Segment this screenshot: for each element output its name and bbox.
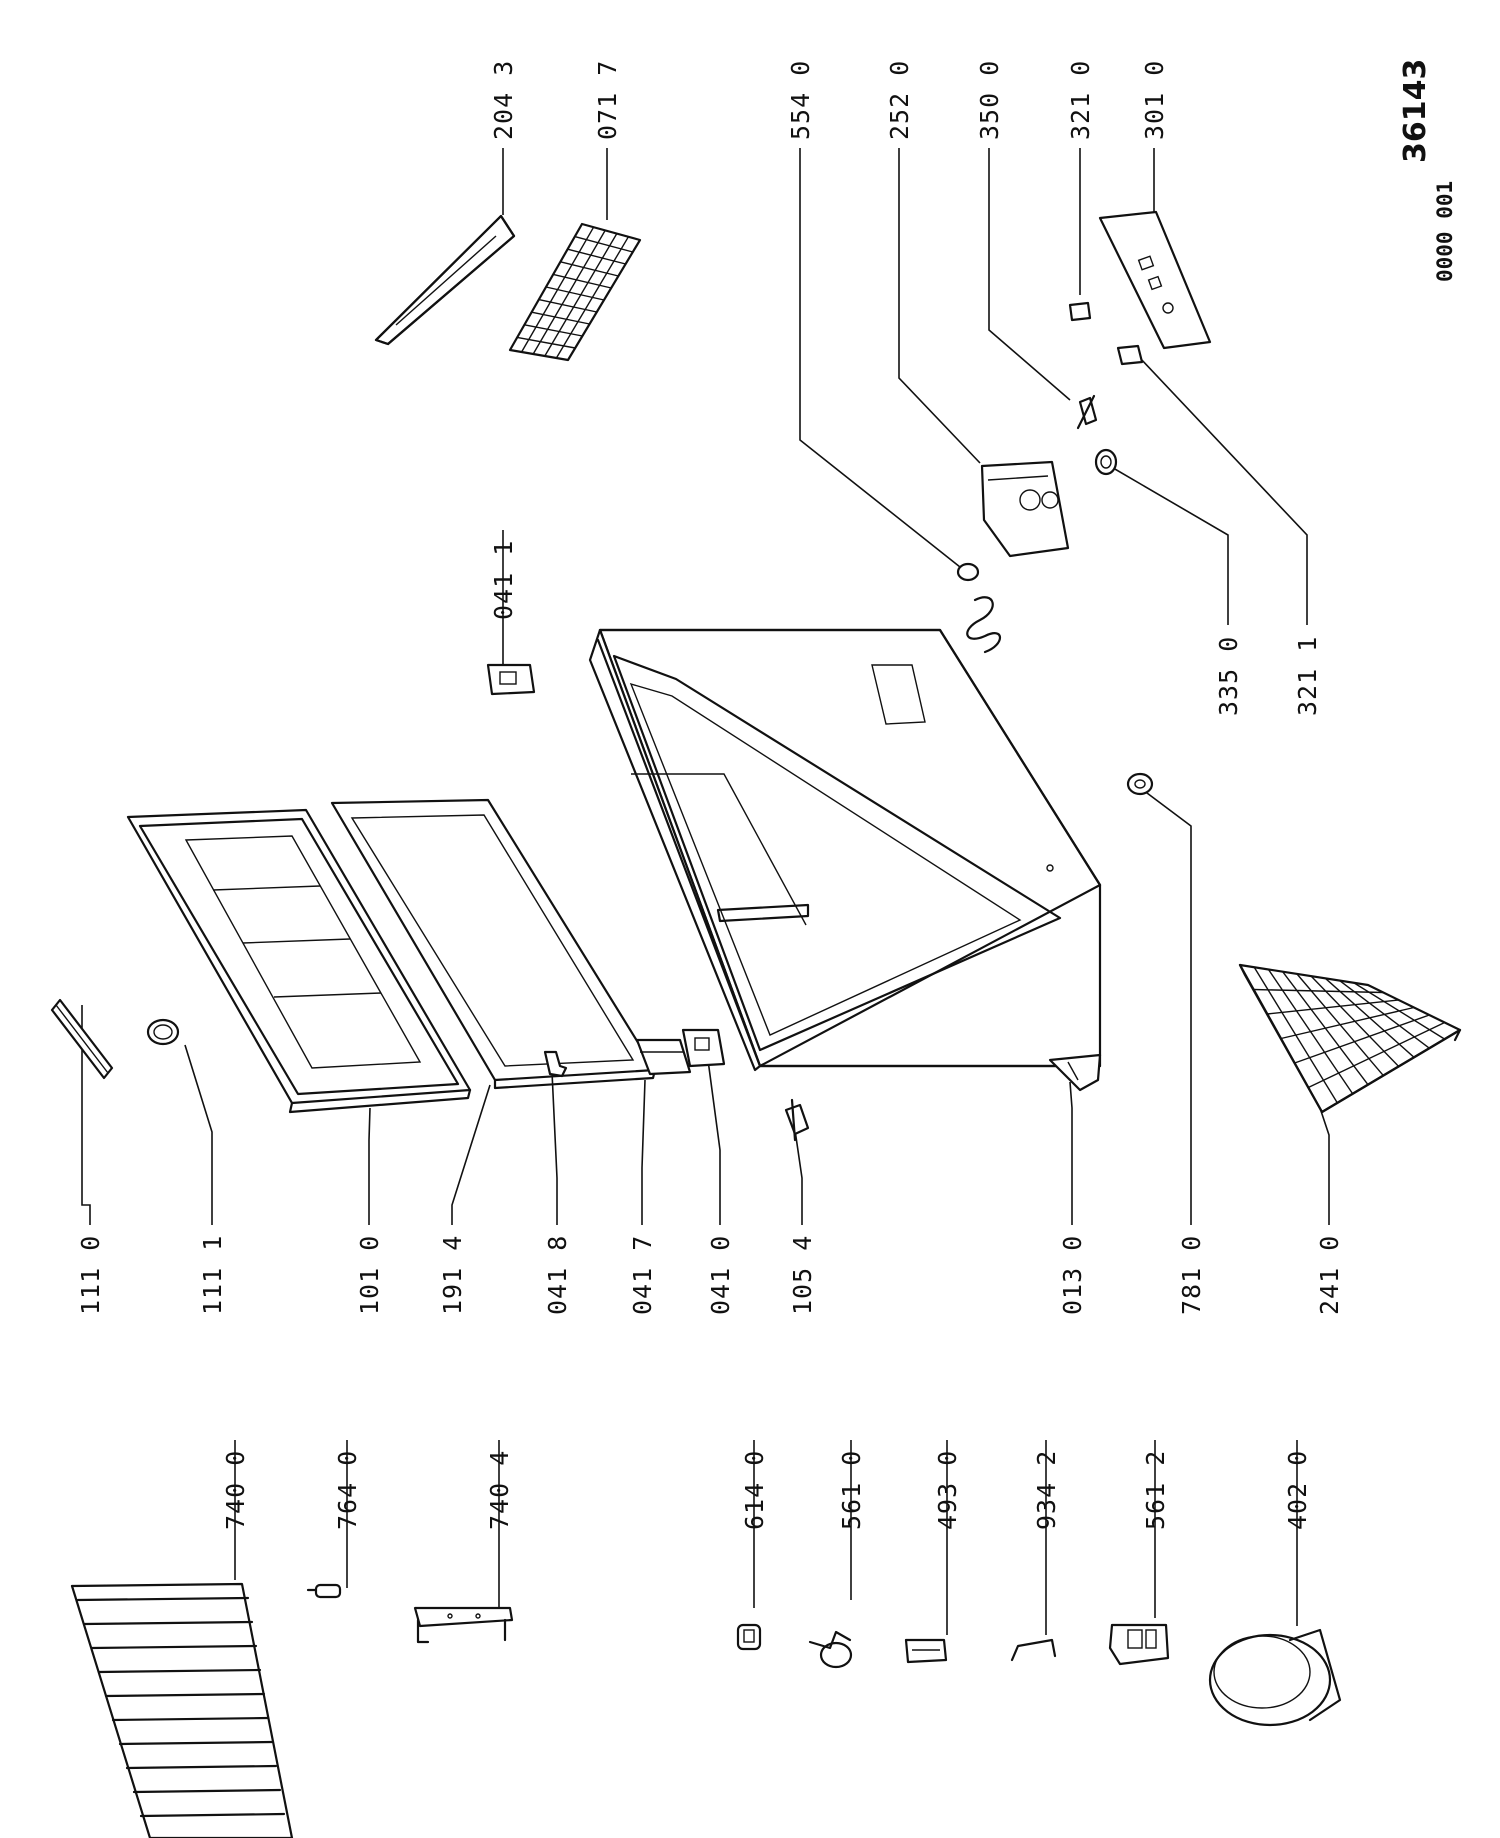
part-335-0-knob [1094,448,1118,476]
part-252-0-housing [980,460,1070,558]
label-101-0: 101 0 [355,1235,384,1315]
part-614-0-relay [736,1623,762,1651]
label-321-0: 321 0 [1066,60,1095,140]
part-041-1-hinge [486,663,536,696]
label-241-0: 241 0 [1315,1235,1344,1315]
part-041-0-hinge [681,1028,726,1068]
label-111-0: 111 0 [76,1235,105,1315]
part-561-0-thermostat [808,1630,853,1669]
label-350-0: 350 0 [975,60,1004,140]
label-105-4: 105 4 [788,1235,817,1315]
part-111-1-cap [146,1018,180,1046]
part-071-7-grille [508,222,642,362]
label-204-3: 204 3 [489,60,518,140]
part-740-0-condenser [70,1582,294,1838]
drawing-ref-prefix: 0000 001 [1433,181,1457,282]
part-111-0-handle [50,998,114,1080]
label-301-0: 301 0 [1140,60,1169,140]
label-013-0: 013 0 [1058,1235,1087,1315]
part-321-0-switch [1068,301,1092,322]
part-041-7-bracket [635,1038,692,1076]
part-013-0-corner [1048,1053,1102,1092]
label-781-0: 781 0 [1177,1235,1206,1315]
label-041-7: 041 7 [628,1235,657,1315]
label-554-0: 554 0 [786,60,815,140]
label-335-0: 335 0 [1214,636,1243,716]
label-252-0: 252 0 [885,60,914,140]
label-111-1: 111 1 [198,1235,227,1315]
part-554-0-spring [956,562,1002,654]
part-934-2-wire [1010,1638,1057,1662]
part-493-0-box [904,1638,948,1664]
label-041-8: 041 8 [543,1235,572,1315]
part-350-0-bulb [1076,394,1098,430]
label-071-7: 071 7 [593,60,622,140]
label-041-0: 041 0 [706,1235,735,1315]
drawing-ref-number: 36143 [1398,59,1433,163]
drawing-reference: 0000 001 36143 [1398,59,1457,282]
label-321-1: 321 1 [1293,636,1322,716]
part-321-1-switch [1116,344,1144,366]
part-561-2-component [1108,1623,1170,1666]
part-041-8-clip [543,1050,568,1078]
cabinet-body [588,628,1102,1072]
part-241-0-basket [1238,963,1462,1114]
label-191-4: 191 4 [438,1235,467,1315]
part-740-4-bracket [413,1606,514,1644]
part-764-0-drier [306,1583,342,1599]
part-301-0-panel [1098,210,1212,350]
part-204-3-shelf [374,214,516,346]
part-101-0-lid [126,808,472,1114]
part-402-0-compressor [1208,1628,1342,1727]
leader-lines [81,148,1330,1635]
part-781-0-foot [1126,772,1154,796]
part-105-4-latch [784,1098,810,1142]
